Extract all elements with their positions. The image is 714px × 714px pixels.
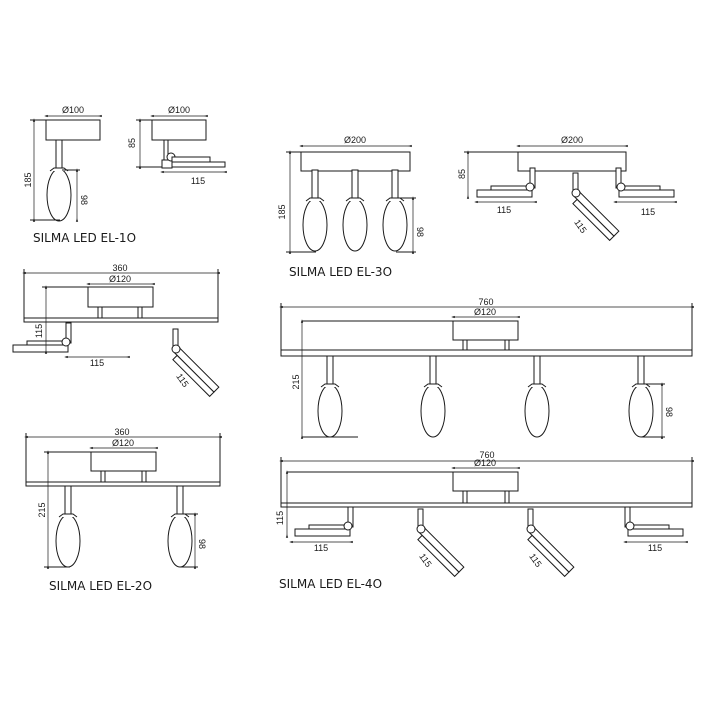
el30-side-dia-label: Ø200 (561, 135, 583, 145)
el30-side-height-label: 85 (457, 169, 467, 179)
el20-side-arm-left-label: 115 (90, 358, 104, 368)
el40-front-dia-label: Ø120 (474, 307, 496, 317)
el20-front-shade-label: 98 (197, 539, 207, 549)
el10-front-shade-label: 98 (79, 195, 89, 205)
el30-title: SILMA LED EL-3O (289, 265, 392, 279)
el10-side-arm-label: 115 (191, 176, 205, 186)
el10-title: SILMA LED EL-1O (33, 231, 136, 245)
el40-front-height-label: 215 (291, 374, 301, 389)
el40-side-arm-left-label: 115 (314, 543, 328, 553)
el40-side-arm-mid2-label: 115 (527, 552, 543, 569)
el20-front-length-label: 360 (114, 427, 129, 437)
el30-front-dia-label: Ø200 (344, 135, 366, 145)
el40-front-view: 760 Ø120 215 98 (279, 297, 694, 439)
el20-side-dia-label: Ø120 (109, 274, 131, 284)
el40-title: SILMA LED EL-4O (279, 577, 382, 591)
el40-side-view: 760 Ø120 115 115 115 115 115 (275, 450, 694, 577)
el20-front-dia-label: Ø120 (112, 438, 134, 448)
el40-front-shade-label: 98 (664, 407, 674, 417)
el10-side-view: Ø100 85 115 (127, 105, 227, 186)
el10-front-height-label: 185 (23, 172, 33, 187)
el40-side-arm-right-label: 115 (648, 543, 662, 553)
el30-front-shade-label: 98 (415, 227, 425, 237)
el20-front-height-label: 215 (37, 502, 47, 517)
el30-front-view: Ø200 185 98 (277, 135, 425, 254)
el30-side-arm-mid-label: 115 (572, 218, 588, 235)
el30-side-arm-right-label: 115 (641, 207, 655, 217)
el20-side-view: 360 Ø120 115 115 115 (12, 263, 220, 397)
el40-side-arm-mid1-label: 115 (417, 552, 433, 569)
el40-side-length-label: 760 (479, 450, 494, 460)
el10-front-view: Ø100 185 98 (23, 105, 102, 222)
el40-side-height-label: 115 (275, 511, 285, 525)
el20-side-length-label: 360 (112, 263, 127, 273)
el30-side-view: Ø200 85 115 115 115 (457, 135, 677, 241)
el20-title: SILMA LED EL-2O (49, 579, 152, 593)
el20-side-height-label: 115 (34, 324, 44, 338)
el10-front-dia-label: Ø100 (62, 105, 84, 115)
el30-side-arm-left-label: 115 (497, 205, 511, 215)
el40-front-length-label: 760 (478, 297, 493, 307)
el10-side-height-label: 85 (127, 138, 137, 148)
el30-front-height-label: 185 (277, 204, 287, 219)
el40-side-dia-label: Ø120 (474, 458, 496, 468)
el10-side-dia-label: Ø100 (168, 105, 190, 115)
el20-front-view: 360 Ø120 215 98 (24, 427, 222, 569)
